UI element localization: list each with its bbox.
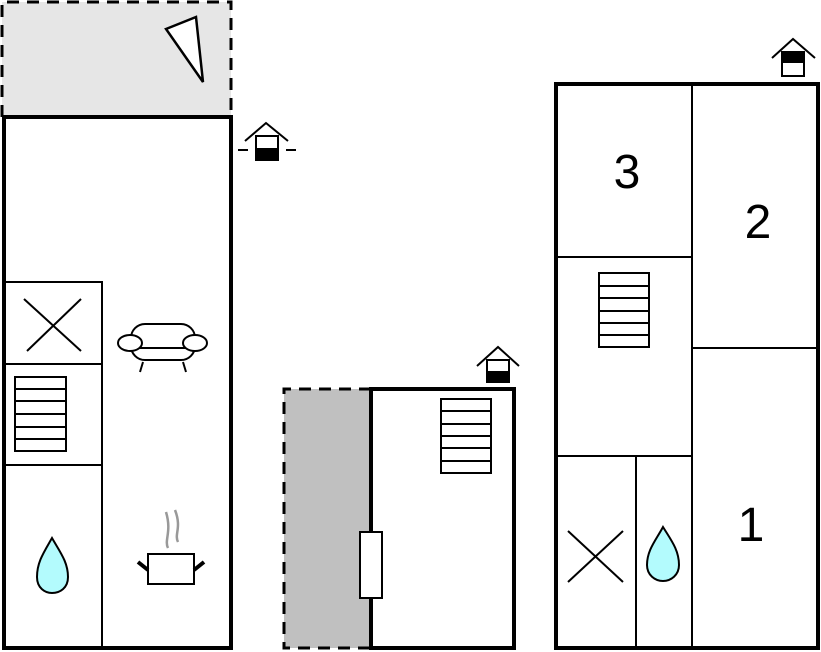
water-drop-icon	[35, 535, 70, 595]
entrance-house-icon	[771, 37, 816, 77]
room-label-2: 2	[745, 196, 772, 249]
terrace-marker-icon	[164, 15, 205, 83]
room-label-1: 1	[738, 499, 765, 552]
building-left	[0, 0, 296, 650]
cooking-pot-icon	[136, 509, 206, 585]
entrance-house-icon	[238, 121, 296, 161]
bed-x-icon	[23, 298, 82, 352]
room-label-3: 3	[614, 146, 641, 199]
stairs-icon	[598, 272, 650, 348]
building-middle	[282, 345, 520, 650]
terrace-area	[284, 389, 371, 648]
door-icon	[359, 531, 383, 599]
middle-building-outline	[369, 387, 516, 650]
stairs-icon	[14, 376, 67, 452]
bed-x-icon	[567, 530, 624, 583]
stairs-icon	[440, 398, 492, 474]
left-building-outline	[2, 115, 233, 650]
water-drop-icon	[645, 524, 681, 583]
entrance-house-icon	[476, 345, 520, 383]
sofa-icon	[117, 323, 208, 373]
right-building-outline	[554, 82, 820, 650]
building-right: 3 2 1	[554, 37, 820, 650]
